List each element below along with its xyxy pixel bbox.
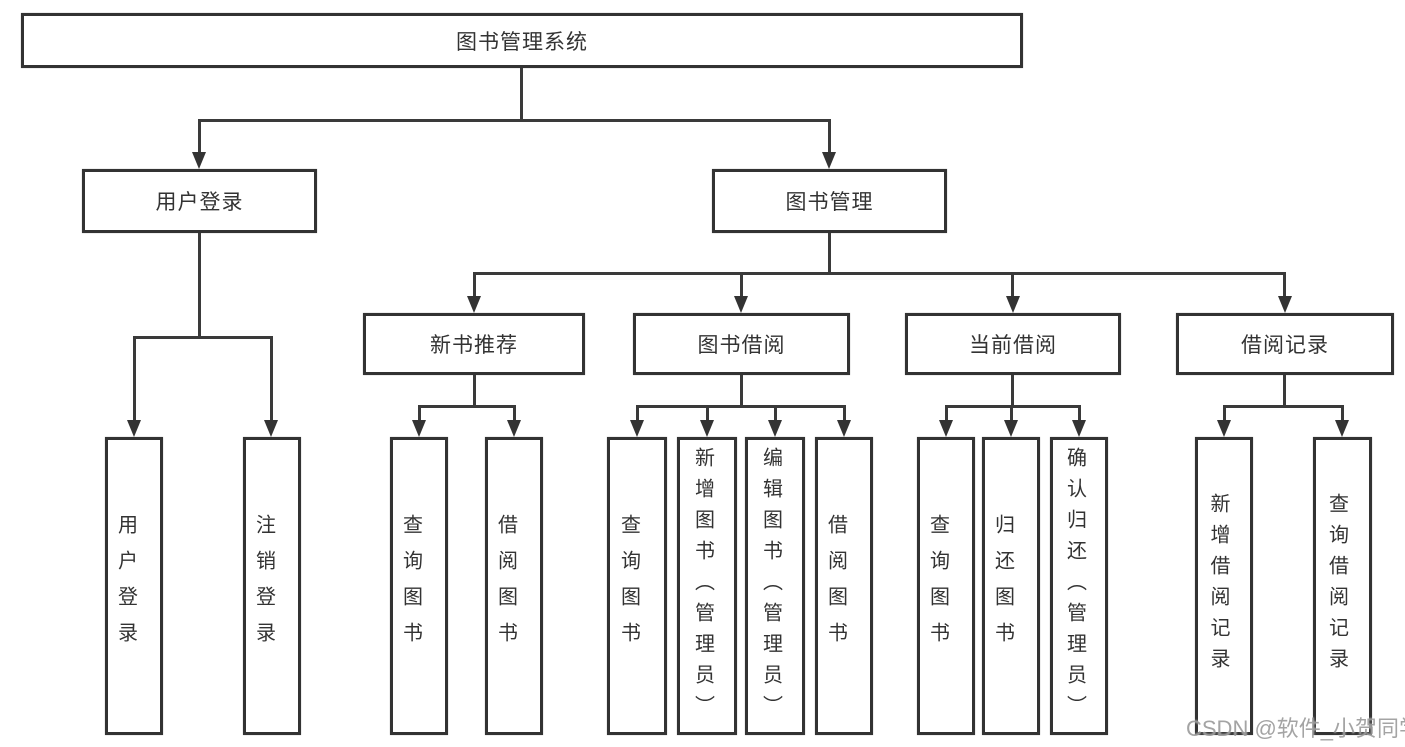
- connector-stem: [740, 375, 743, 405]
- arrow-down-icon: [768, 420, 782, 437]
- node-label: 新增借阅记录: [1207, 493, 1229, 679]
- node-leaf-logout: 注销登录: [243, 437, 301, 735]
- connector-drop: [706, 405, 709, 420]
- arrow-down-icon: [822, 152, 836, 169]
- node-label: 借阅图书: [494, 514, 517, 658]
- node-label: 新增图书（管理员）: [691, 446, 714, 726]
- connector-drop: [513, 405, 516, 420]
- arrow-down-icon: [700, 420, 714, 437]
- arrow-down-icon: [630, 420, 644, 437]
- node-leaf-query-books-recommend: 查询图书: [390, 437, 448, 735]
- connector-drop: [1341, 405, 1344, 420]
- connector-stem: [828, 233, 831, 272]
- node-leaf-edit-books-admin: 编辑图书（管理员）: [745, 437, 805, 735]
- node-label: 新书推荐: [430, 334, 518, 357]
- node-label: 用户登录: [155, 191, 244, 214]
- connector-drop: [1011, 272, 1014, 296]
- connector-stem: [473, 375, 476, 405]
- connector-stem: [1283, 375, 1286, 405]
- node-user-login: 用户登录: [82, 169, 317, 233]
- node-leaf-borrow-books: 借阅图书: [815, 437, 873, 735]
- node-label: 注销登录: [252, 514, 275, 658]
- node-leaf-add-books-admin: 新增图书（管理员）: [677, 437, 737, 735]
- csdn-watermark: CSDN @软件_小贺同学: [1186, 716, 1405, 741]
- node-label: 查询借阅记录: [1325, 493, 1348, 679]
- connector-drop: [198, 119, 201, 152]
- connector-bar: [473, 272, 1286, 275]
- connector-drop: [945, 405, 948, 420]
- node-book-borrowing: 图书借阅: [633, 313, 850, 375]
- node-label: 编辑图书（管理员）: [759, 446, 782, 726]
- node-new-book-recommend: 新书推荐: [363, 313, 585, 375]
- arrow-down-icon: [1335, 420, 1349, 437]
- node-label: 借阅记录: [1241, 334, 1329, 357]
- node-label: 查询图书: [617, 514, 640, 658]
- connector-bar: [198, 119, 831, 122]
- node-label: 查询图书: [399, 514, 422, 658]
- node-label: 图书借阅: [697, 334, 786, 357]
- node-leaf-add-borrow-record: 新增借阅记录: [1195, 437, 1253, 735]
- connector-stem: [1011, 375, 1014, 405]
- connector-bar: [1223, 405, 1344, 408]
- connector-drop: [740, 272, 743, 296]
- arrow-down-icon: [1217, 420, 1231, 437]
- arrow-down-icon: [192, 152, 206, 169]
- connector-bar: [133, 336, 273, 339]
- connector-drop: [473, 272, 476, 296]
- node-label: 借阅图书: [824, 514, 847, 658]
- node-book-management: 图书管理: [712, 169, 947, 233]
- connector-stem: [520, 68, 523, 119]
- arrow-down-icon: [1072, 420, 1086, 437]
- node-label: 确认归还（管理员）: [1063, 446, 1086, 726]
- connector-drop: [636, 405, 639, 420]
- node-leaf-borrow-books-recommend: 借阅图书: [485, 437, 543, 735]
- connector-drop: [1078, 405, 1081, 420]
- arrow-down-icon: [734, 296, 748, 313]
- connector-drop: [774, 405, 777, 420]
- node-leaf-query-books-current: 查询图书: [917, 437, 975, 735]
- arrow-down-icon: [1004, 420, 1018, 437]
- connector-drop: [1223, 405, 1226, 420]
- node-label: 归还图书: [991, 514, 1014, 658]
- arrow-down-icon: [264, 420, 278, 437]
- node-label: 图书管理系统: [456, 30, 588, 54]
- arrow-down-icon: [1278, 296, 1292, 313]
- arrow-down-icon: [1006, 296, 1020, 313]
- node-leaf-query-borrow-record: 查询借阅记录: [1313, 437, 1372, 735]
- node-label: 用户登录: [114, 514, 137, 658]
- node-label: 图书管理: [785, 191, 874, 214]
- connector-bar: [418, 405, 515, 408]
- arrow-down-icon: [939, 420, 953, 437]
- node-library-system: 图书管理系统: [21, 13, 1023, 68]
- node-leaf-return-books: 归还图书: [982, 437, 1040, 735]
- node-leaf-query-books-borrowing: 查询图书: [607, 437, 667, 735]
- arrow-down-icon: [507, 420, 521, 437]
- connector-stem: [198, 233, 201, 336]
- node-borrow-records: 借阅记录: [1176, 313, 1394, 375]
- connector-drop: [418, 405, 421, 420]
- node-leaf-confirm-return-admin: 确认归还（管理员）: [1050, 437, 1108, 735]
- connector-bar: [636, 405, 845, 408]
- arrow-down-icon: [127, 420, 141, 437]
- node-label: 查询图书: [926, 514, 949, 658]
- connector-drop: [828, 119, 831, 152]
- connector-drop: [1283, 272, 1286, 296]
- arrow-down-icon: [837, 420, 851, 437]
- node-current-borrowing: 当前借阅: [905, 313, 1121, 375]
- connector-drop: [843, 405, 846, 420]
- arrow-down-icon: [412, 420, 426, 437]
- arrow-down-icon: [467, 296, 481, 313]
- connector-drop: [270, 336, 273, 420]
- connector-drop: [1010, 405, 1013, 420]
- node-label: 当前借阅: [969, 334, 1057, 357]
- connector-drop: [133, 336, 136, 420]
- node-leaf-user-login: 用户登录: [105, 437, 163, 735]
